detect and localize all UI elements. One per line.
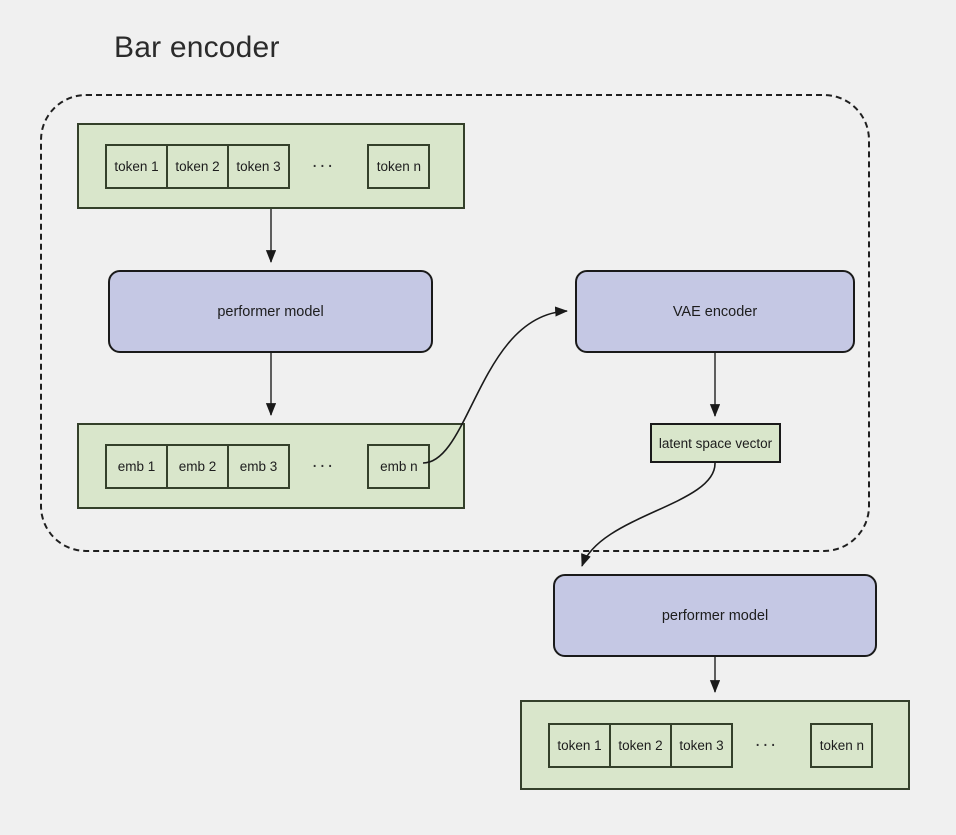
input-token-sequence: token 1 token 2 token 3 ... token n <box>77 123 465 209</box>
performer-model-decoder-node: performer model <box>553 574 877 657</box>
token-cell: token 3 <box>670 722 733 768</box>
embedding-cell-last: emb n <box>367 443 431 489</box>
token-cell: token 1 <box>548 722 611 768</box>
page-title: Bar encoder <box>114 31 280 64</box>
token-cell: token 2 <box>609 722 672 768</box>
token-cells: token 1 token 2 token 3 ... token n <box>105 143 431 189</box>
output-token-sequence: token 1 token 2 token 3 ... token n <box>520 700 910 790</box>
token-cell-last: token n <box>810 722 874 768</box>
token-cell: token 3 <box>227 143 290 189</box>
token-cell: token 2 <box>166 143 229 189</box>
embedding-sequence: emb 1 emb 2 emb 3 ... emb n <box>77 423 465 509</box>
token-cells: token 1 token 2 token 3 ... token n <box>548 722 874 768</box>
token-cell-last: token n <box>367 143 431 189</box>
vae-encoder-node: VAE encoder <box>575 270 855 353</box>
ellipsis: ... <box>312 151 336 172</box>
ellipsis: ... <box>755 730 779 751</box>
ellipsis: ... <box>312 451 336 472</box>
embedding-cell: emb 1 <box>105 443 168 489</box>
embedding-cell: emb 2 <box>166 443 229 489</box>
token-cell: token 1 <box>105 143 168 189</box>
latent-space-vector-node: latent space vector <box>650 423 781 463</box>
bar-encoder-group-boundary <box>40 94 870 552</box>
embedding-cell: emb 3 <box>227 443 290 489</box>
embedding-cells: emb 1 emb 2 emb 3 ... emb n <box>105 443 431 489</box>
performer-model-encoder-node: performer model <box>108 270 433 353</box>
